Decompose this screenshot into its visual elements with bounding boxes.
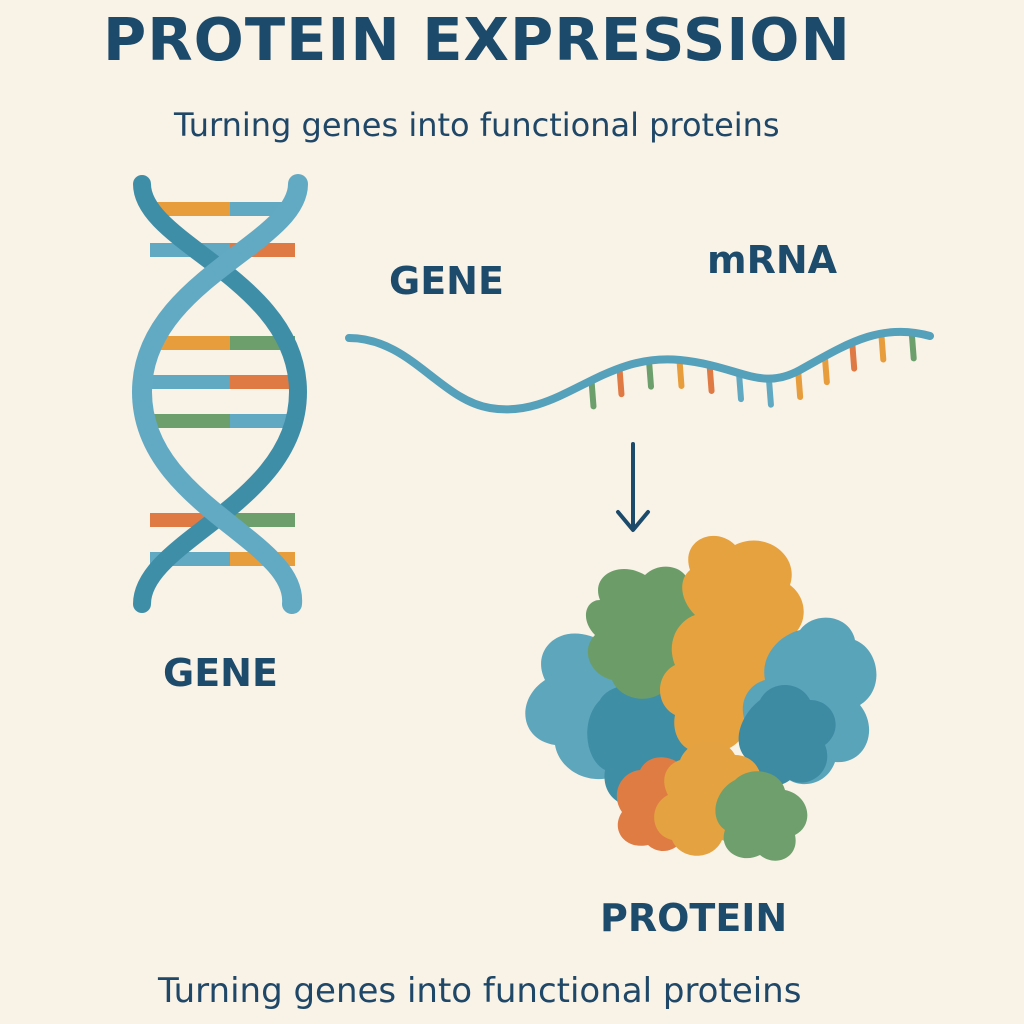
mrna-label: mRNA (707, 238, 838, 282)
dna-base-pair-right (230, 414, 295, 428)
mrna-bases (588, 329, 917, 410)
protein-label: PROTEIN (600, 896, 788, 940)
dna-base-pair-left (150, 414, 230, 428)
protein-domain-orange-center (660, 535, 804, 753)
mrna-base (878, 330, 887, 363)
dna-base-pairs (150, 202, 295, 566)
dna-base-pair-left (150, 336, 230, 350)
dna-double-helix-icon (131, 174, 308, 614)
dna-base-pair-right (230, 513, 295, 527)
mrna-base (849, 339, 858, 372)
page-footer-tagline: Turning genes into functional proteins (158, 971, 802, 1011)
dna-base-pair-left (150, 375, 230, 389)
page-title: PROTEIN EXPRESSION (103, 5, 851, 74)
dna-strand-back (133, 175, 308, 613)
folded-protein-icon (525, 535, 877, 861)
mrna-base (646, 357, 655, 390)
protein-domain-teal-right (738, 685, 836, 787)
mrna-base (765, 375, 774, 408)
mrna-base (795, 367, 804, 400)
mrna-strand-icon (345, 327, 934, 414)
gene-label-bottom: GENE (163, 651, 278, 695)
mrna-base (616, 365, 625, 398)
gene-label-top: GENE (389, 259, 504, 303)
dna-strand-front (131, 174, 308, 614)
mrna-base (908, 329, 917, 362)
mrna-base (676, 356, 685, 389)
protein-domain-green-bottom (715, 771, 808, 861)
dna-base-pair-left (150, 202, 230, 216)
arrow-down-icon (616, 442, 650, 532)
dna-base-pair-right (230, 375, 295, 389)
mrna-base (735, 370, 744, 403)
page-subtitle: Turning genes into functional proteins (174, 106, 780, 144)
mrna-backbone (345, 327, 934, 414)
